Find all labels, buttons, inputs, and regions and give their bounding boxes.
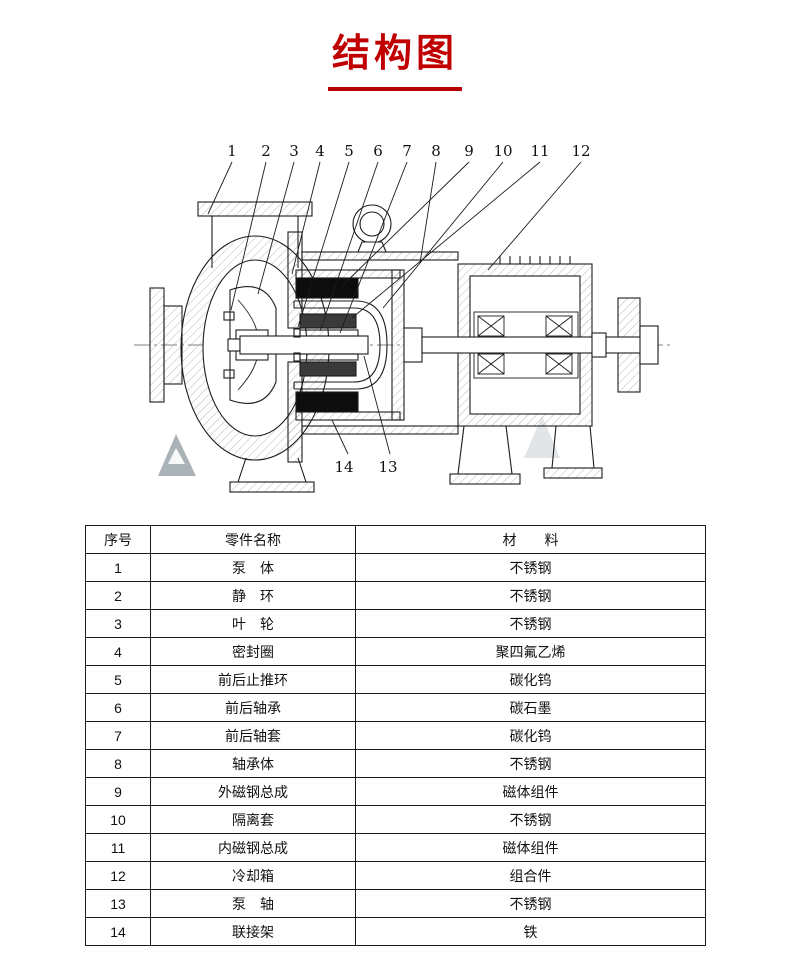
static-ring xyxy=(223,369,235,379)
part-number-cell: 5 xyxy=(85,665,151,694)
coupling-flange xyxy=(421,297,659,393)
drive-shaft xyxy=(421,336,659,354)
material-cell: 不锈钢 xyxy=(355,805,706,834)
part-number-cell: 4 xyxy=(85,637,151,666)
material-cell: 不锈钢 xyxy=(355,553,706,582)
part-label-8: 8 xyxy=(431,142,441,160)
table-header-row: 序号 零件名称 材 料 xyxy=(85,525,706,554)
material-cell: 磁体组件 xyxy=(355,777,706,806)
part-number-cell: 8 xyxy=(85,749,151,778)
static-ring xyxy=(223,311,235,321)
leader-lines xyxy=(207,161,582,455)
part-label-3: 3 xyxy=(289,142,299,160)
part-number-cell: 13 xyxy=(85,889,151,918)
suction-flange xyxy=(149,287,183,403)
part-name-cell: 联接架 xyxy=(150,917,356,946)
part-label-14: 14 xyxy=(334,458,353,476)
part-number-cell: 12 xyxy=(85,861,151,890)
part-name-cell: 隔离套 xyxy=(150,805,356,834)
bearings xyxy=(473,311,579,379)
part-name-cell: 轴承体 xyxy=(150,749,356,778)
part-number-cell: 2 xyxy=(85,581,151,610)
part-name-cell: 前后止推环 xyxy=(150,665,356,694)
material-cell: 铁 xyxy=(355,917,706,946)
title-underline xyxy=(328,87,462,91)
material-cell: 不锈钢 xyxy=(355,609,706,638)
part-number-cell: 14 xyxy=(85,917,151,946)
containment-shell xyxy=(293,300,388,390)
part-name-cell: 外磁钢总成 xyxy=(150,777,356,806)
material-cell: 组合件 xyxy=(355,861,706,890)
material-cell: 不锈钢 xyxy=(355,749,706,778)
part-name-cell: 内磁钢总成 xyxy=(150,833,356,862)
part-name-cell: 泵 体 xyxy=(150,553,356,582)
part-name-cell: 冷却箱 xyxy=(150,861,356,890)
thrust-ring xyxy=(293,328,301,338)
parts-table-header: 序号 零件名称 材 料 xyxy=(85,525,706,554)
part-label-13: 13 xyxy=(378,458,397,476)
part-name-cell: 静 环 xyxy=(150,581,356,610)
part-number-cell: 3 xyxy=(85,609,151,638)
part-number-cell: 6 xyxy=(85,693,151,722)
pump-shaft xyxy=(227,328,369,362)
part-label-4: 4 xyxy=(315,142,325,160)
part-name-cell: 叶 轮 xyxy=(150,609,356,638)
part-label-10: 10 xyxy=(493,142,512,160)
part-number-cell: 1 xyxy=(85,553,151,582)
thrust-ring xyxy=(293,352,301,362)
inner-magnet-assembly xyxy=(299,313,357,377)
material-cell: 不锈钢 xyxy=(355,889,706,918)
material-cell: 不锈钢 xyxy=(355,581,706,610)
part-name-cell: 泵 轴 xyxy=(150,889,356,918)
part-label-1: 1 xyxy=(227,142,237,160)
header-material: 材 料 xyxy=(355,525,706,554)
part-label-5: 5 xyxy=(344,142,354,160)
part-label-11: 11 xyxy=(530,142,549,160)
material-cell: 碳石墨 xyxy=(355,693,706,722)
part-number-labels: 1 2 3 4 5 6 7 8 9 10 11 12 14 13 xyxy=(227,142,590,476)
part-label-6: 6 xyxy=(373,142,383,160)
pump-cross-section-diagram: 1 2 3 4 5 6 7 8 9 10 11 12 14 13 xyxy=(134,142,672,493)
part-name-cell: 密封圈 xyxy=(150,637,356,666)
part-name-cell: 前后轴承 xyxy=(150,693,356,722)
material-cell: 聚四氟乙烯 xyxy=(355,637,706,666)
part-number-cell: 7 xyxy=(85,721,151,750)
part-label-2: 2 xyxy=(261,142,271,160)
page-title: 结构图 xyxy=(331,33,458,75)
part-number-cell: 10 xyxy=(85,805,151,834)
part-label-7: 7 xyxy=(402,142,412,160)
part-label-12: 12 xyxy=(571,142,590,160)
header-number: 序号 xyxy=(85,525,151,554)
part-number-cell: 9 xyxy=(85,777,151,806)
watermark-logo xyxy=(158,416,560,476)
title-block: 结构图 xyxy=(0,22,790,91)
part-label-9: 9 xyxy=(464,142,474,160)
material-cell: 碳化钨 xyxy=(355,665,706,694)
header-part-name: 零件名称 xyxy=(150,525,356,554)
part-name-cell: 前后轴套 xyxy=(150,721,356,750)
support-feet xyxy=(229,425,603,493)
lifting-eye xyxy=(352,204,392,253)
part-number-cell: 11 xyxy=(85,833,151,862)
material-cell: 磁体组件 xyxy=(355,833,706,862)
material-cell: 碳化钨 xyxy=(355,721,706,750)
